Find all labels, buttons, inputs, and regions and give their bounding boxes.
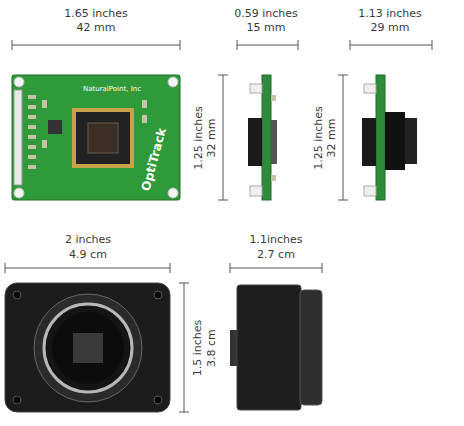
dimension-label: 0.59 inches [234, 8, 298, 20]
dimension-label: 15 mm [247, 22, 286, 34]
dimension-label: 1.1inches [249, 234, 302, 246]
dimension-label: 2.7 cm [257, 249, 295, 261]
dimension-label: 32 mm [326, 119, 338, 158]
camera-housing-side [230, 285, 322, 410]
camera-housing-front [5, 283, 170, 412]
dimension-lines [5, 40, 432, 412]
dimension-label: 42 mm [77, 22, 116, 34]
dimension-label: 29 mm [371, 22, 410, 34]
dimension-label: 4.9 cm [69, 249, 107, 261]
dimension-label: 1.5 inches [192, 320, 204, 377]
pcb-board-front [12, 75, 180, 200]
board-print: NaturalPoint, Inc [83, 86, 141, 94]
dimension-label: 1.13 inches [358, 8, 422, 20]
dimension-label: 1.25 inches [193, 106, 205, 170]
dimension-label: 1.25 inches [313, 106, 325, 170]
pcb-side-view [248, 75, 277, 200]
dimension-label: 1.65 inches [64, 8, 128, 20]
dimension-label: 2 inches [65, 234, 111, 246]
pcb-lens-side-view [362, 75, 417, 200]
dimension-label: 3.8 cm [206, 329, 218, 367]
dimension-label: 32 mm [206, 119, 218, 158]
